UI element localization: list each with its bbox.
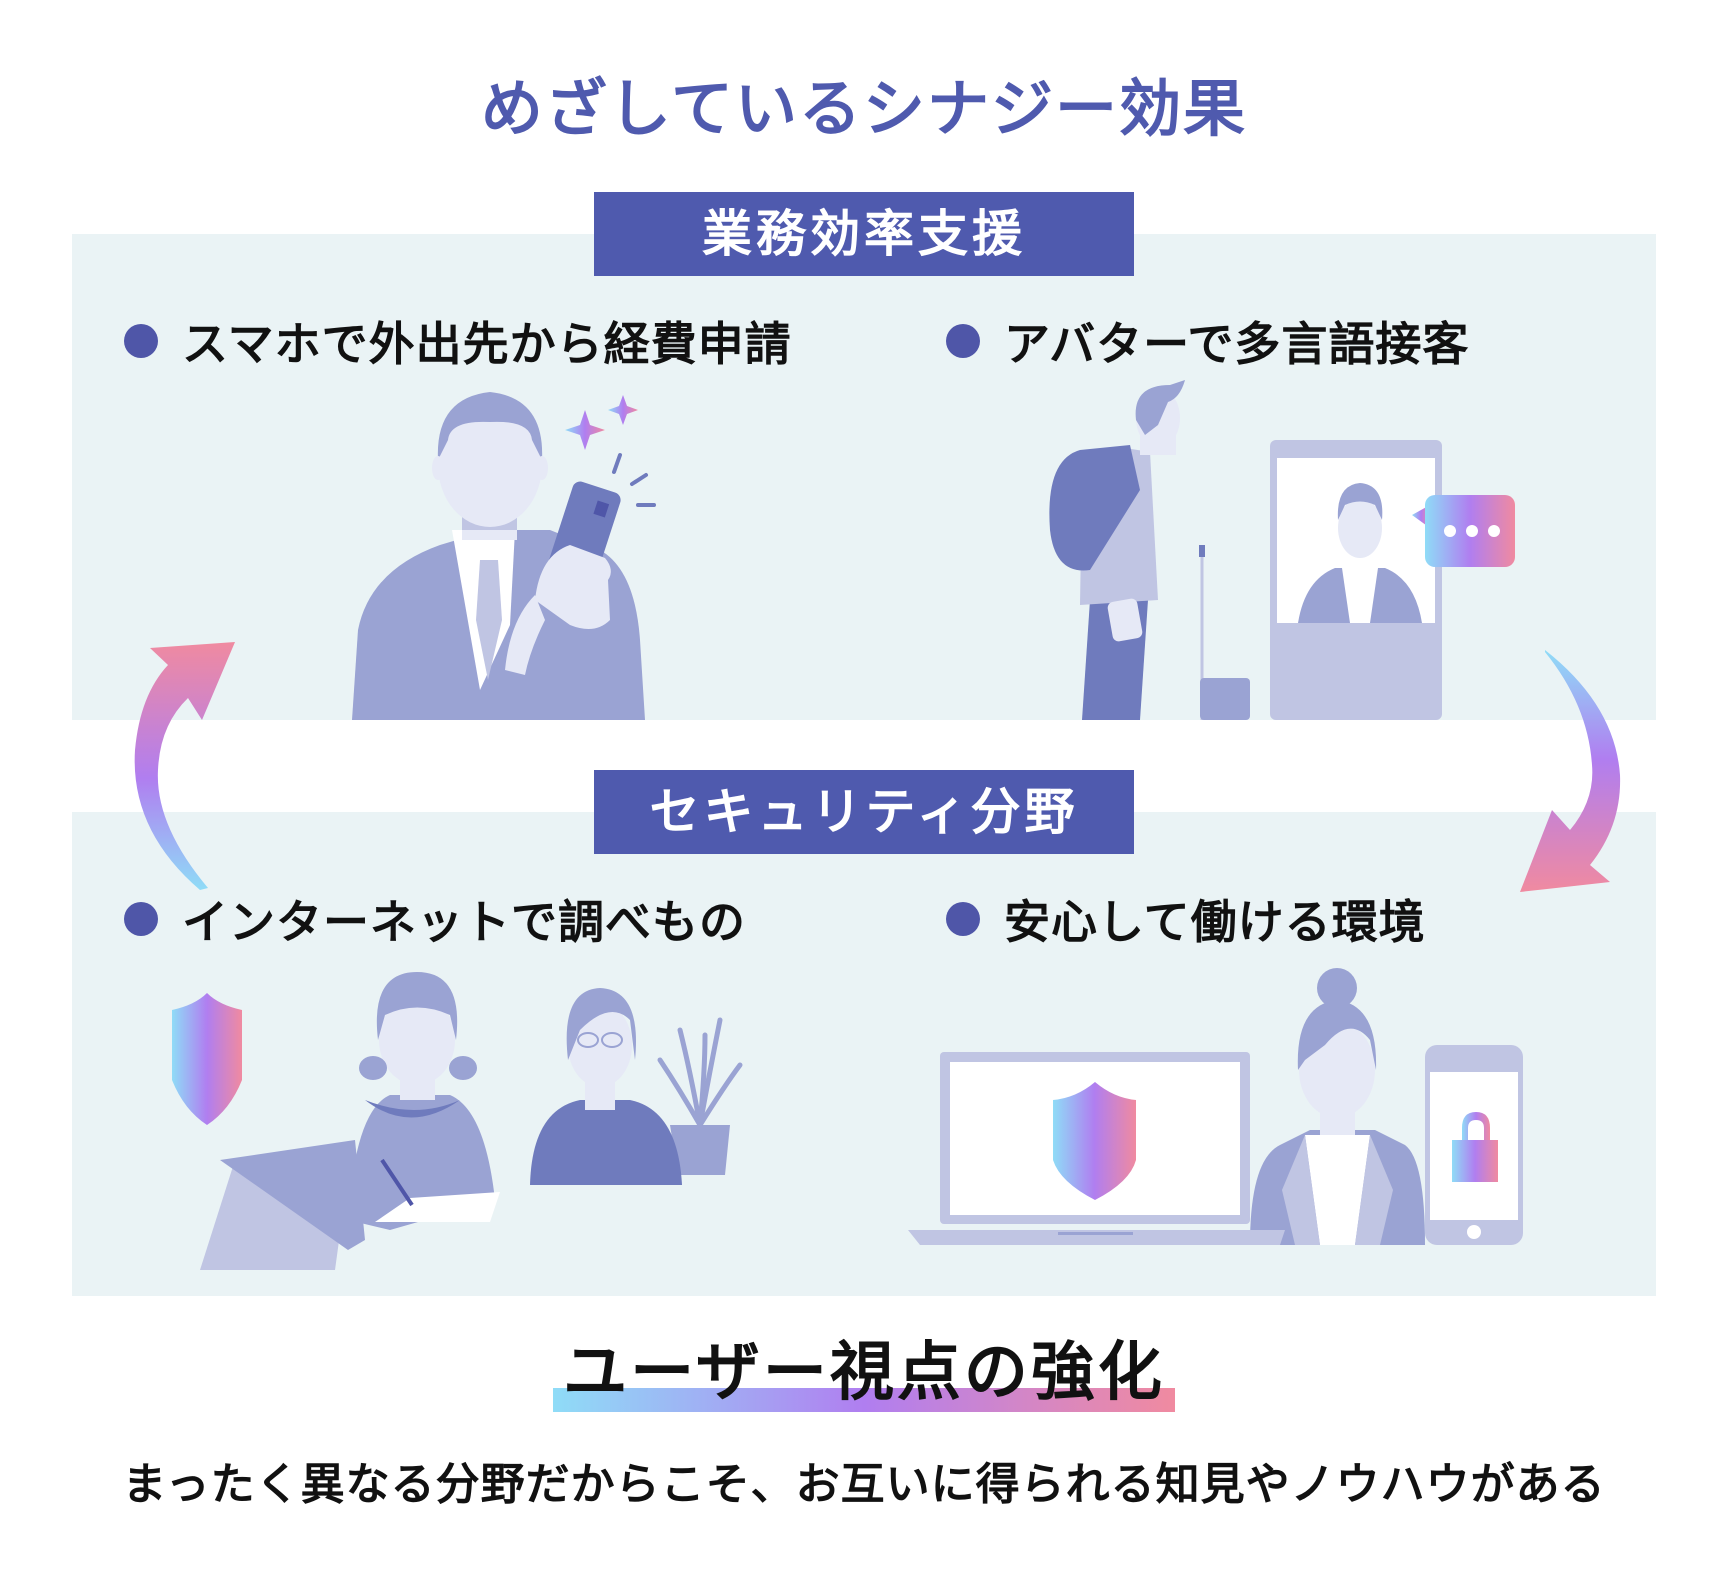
list-item-text: アバターで多言語接客 <box>1004 317 1470 371</box>
hand <box>535 545 611 629</box>
parent-body <box>530 1100 682 1185</box>
list-item-text: スマホで外出先から経費申請 <box>182 317 792 371</box>
child-hair <box>376 972 458 1040</box>
section-label-efficiency: 業務効率支援 <box>594 192 1134 276</box>
pencil <box>380 1158 414 1207</box>
tie <box>476 560 502 680</box>
list-item-expense: スマホで外出先から経費申請 <box>124 308 792 374</box>
bullet-icon <box>124 324 158 358</box>
plant-pot <box>670 1125 730 1175</box>
list-item-text: 安心して働ける環境 <box>1004 895 1426 949</box>
lead-text: まったく異なる分野だからこそ、お互いに得られる知見やノウハウがある <box>122 1459 1606 1510</box>
emphasis-heading: ユーザー視点の強化 <box>0 1328 1728 1418</box>
sparkle-icon <box>608 395 638 425</box>
bullet-icon <box>946 902 980 936</box>
cycle-arrow-down-icon <box>1520 650 1621 892</box>
suitcase <box>1200 678 1250 720</box>
list-item-research: インターネットで調べもの <box>124 886 746 952</box>
glasses-icon <box>577 1032 599 1048</box>
list-item-text: インターネットで調べもの <box>182 895 746 949</box>
woman-laptop-phone-illustration <box>908 968 1523 1245</box>
section-label-security: セキュリティ分野 <box>594 770 1134 854</box>
bullet-icon <box>124 902 158 936</box>
cycle-arrow-up-icon <box>134 642 235 890</box>
bullet-icon <box>946 324 980 358</box>
child-head <box>379 995 455 1085</box>
shield-icon <box>172 993 242 1125</box>
parent-hair <box>566 988 636 1060</box>
page-title: めざしているシナジー効果 <box>480 72 1248 145</box>
hair-bun <box>1317 968 1357 1008</box>
businessman-smartphone-illustration <box>352 392 656 720</box>
list-item-safe-work: 安心して働ける環境 <box>946 886 1426 952</box>
sparkle-icon <box>565 410 605 450</box>
shield-icon <box>1053 1082 1136 1200</box>
list-item-avatar: アバターで多言語接客 <box>946 308 1469 374</box>
gradient-underline <box>553 1388 1175 1412</box>
traveler-avatar-illustration <box>1049 380 1515 720</box>
lock-icon <box>1462 1112 1490 1140</box>
child-parent-tablet-illustration <box>172 972 743 1270</box>
face <box>438 403 542 527</box>
traveler-hair <box>1135 380 1185 435</box>
notebook <box>375 1192 500 1222</box>
backpack <box>1049 445 1140 571</box>
woman-hair <box>1297 1000 1377 1070</box>
emphasis-text: ユーザー視点の強化 <box>563 1336 1165 1410</box>
hair <box>437 392 543 460</box>
